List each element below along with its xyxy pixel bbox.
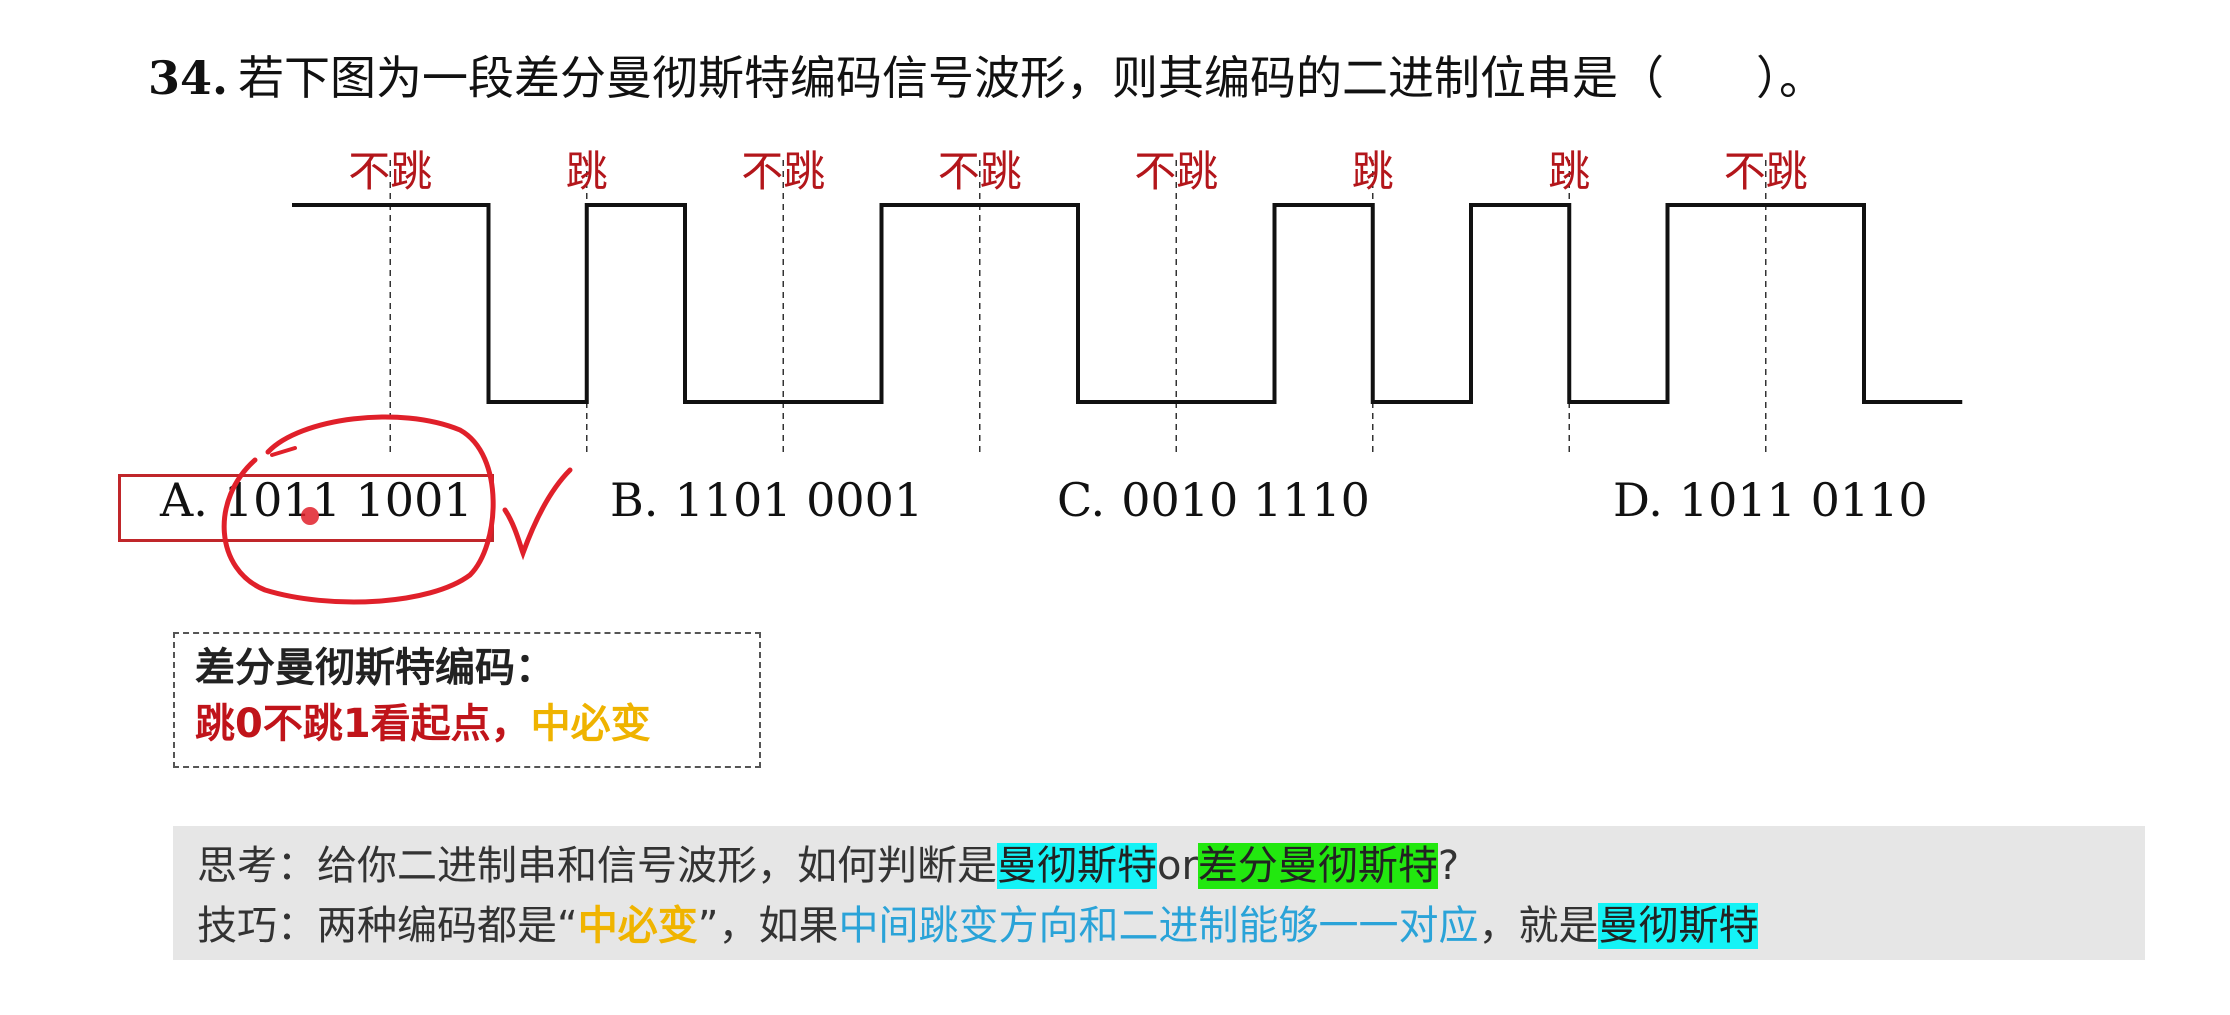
transition-label: 不跳	[938, 147, 1022, 196]
signal-waveform	[292, 203, 1963, 404]
tip-line2-yellow: 中必变	[577, 903, 698, 949]
option-letter: D.	[1613, 473, 1663, 527]
tip-line1-or: or	[1157, 843, 1198, 889]
option-a[interactable]: A. 1011 1001	[160, 470, 473, 530]
option-letter: C.	[1057, 473, 1106, 527]
highlight-manchester: 曼彻斯特	[997, 843, 1157, 889]
option-b[interactable]: B. 1101 0001	[610, 470, 923, 530]
option-c[interactable]: C. 0010 1110	[1057, 470, 1370, 530]
tip-line1-prefix: 思考：给你二进制串和信号波形，如何判断是	[197, 843, 997, 889]
checkmark-icon	[502, 467, 573, 561]
rule-part-yellow: 中必变	[530, 701, 651, 747]
tip-line2-blue: 中间跳变方向和二进制能够一一对应	[838, 903, 1479, 949]
highlight-diff-manchester: 差分曼彻斯特	[1197, 843, 1438, 889]
transition-label: 跳	[1548, 147, 1590, 196]
option-value: 0010 1110	[1121, 473, 1370, 527]
transition-label: 跳	[1352, 147, 1394, 196]
tip-line-2: 技巧：两种编码都是“中必变”，如果中间跳变方向和二进制能够一一对应，就是曼彻斯特	[197, 896, 2145, 956]
tip-line2-mid: ”，如果	[697, 903, 839, 949]
option-value: 1011 0110	[1678, 473, 1928, 527]
option-letter: A.	[160, 473, 208, 527]
option-letter: B.	[610, 473, 659, 527]
tip-panel: 思考：给你二进制串和信号波形，如何判断是曼彻斯特or差分曼彻斯特? 技巧：两种编…	[173, 826, 2145, 960]
ink-tick-mark	[270, 446, 297, 457]
tip-line2-prefix: 技巧：两种编码都是“	[197, 903, 578, 949]
transition-label: 不跳	[741, 147, 825, 196]
transition-labels: 不跳 跳 不跳 不跳 不跳 跳 跳 不跳	[348, 147, 1808, 196]
rule-part-red: 跳0不跳1看起点，	[195, 701, 531, 747]
question-stem: 34.若下图为一段差分曼彻斯特编码信号波形，则其编码的二进制位串是（ ）。	[148, 48, 1825, 108]
transition-label: 不跳	[348, 147, 432, 196]
tip-line2-after: ，就是	[1478, 903, 1599, 949]
tip-line1-suffix: ?	[1437, 843, 1460, 889]
rule-title: 差分曼彻斯特编码：	[195, 645, 555, 691]
option-d[interactable]: D. 1011 0110	[1613, 470, 1928, 530]
rule-line: 跳0不跳1看起点，中必变	[195, 696, 759, 752]
cursor-dot	[301, 507, 319, 525]
waveform-diagram: 不跳 跳 不跳 不跳 不跳 跳 跳 不跳	[292, 147, 1963, 452]
transition-label: 跳	[566, 147, 608, 196]
option-value: 1011 1001	[223, 473, 473, 527]
transition-label: 不跳	[1724, 147, 1808, 196]
highlight-manchester-2: 曼彻斯特	[1598, 903, 1759, 949]
ink-circle	[221, 414, 496, 605]
option-value: 1101 0001	[674, 473, 924, 527]
rule-note-box: 差分曼彻斯特编码： 跳0不跳1看起点，中必变	[173, 632, 761, 768]
question-text: 若下图为一段差分曼彻斯特编码信号波形，则其编码的二进制位串是（ ）。	[238, 51, 1826, 105]
tip-line-1: 思考：给你二进制串和信号波形，如何判断是曼彻斯特or差分曼彻斯特?	[197, 836, 2145, 896]
question-number: 34.	[148, 51, 229, 105]
transition-label: 不跳	[1134, 147, 1218, 196]
